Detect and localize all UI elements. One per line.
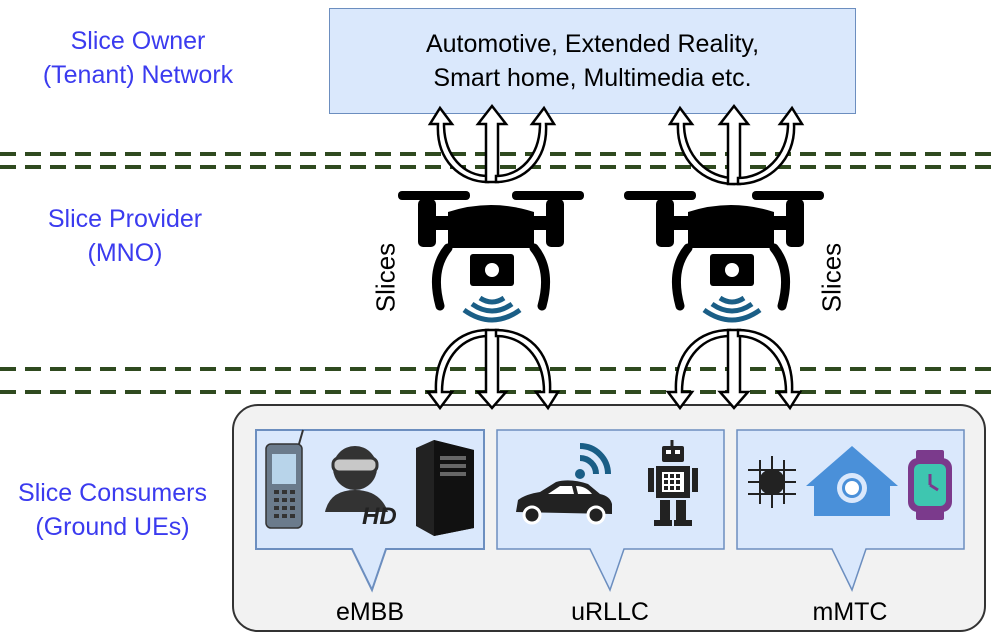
provider-layer-label: Slice Provider (MNO)	[10, 202, 240, 270]
right-downlink-arrows	[665, 328, 803, 411]
tenant-applications-line-2: Smart home, Multimedia etc.	[433, 64, 752, 92]
provider-layer-line-1: Slice Provider	[47, 205, 203, 233]
mobile-phone-icon	[265, 429, 304, 529]
mmtc-label: mMTC	[812, 598, 888, 626]
consumer-layer-line-1: Slice Consumers	[18, 479, 207, 507]
wifi-signal-icon	[575, 443, 611, 479]
server-tower-icon	[416, 440, 474, 536]
tenant-applications-line-1: Automotive, Extended Reality,	[425, 30, 760, 58]
provider-layer-line-2: (MNO)	[87, 239, 163, 267]
consumer-layer-label: Slice Consumers (Ground UEs)	[0, 476, 225, 544]
smartwatch-icon	[908, 450, 952, 520]
vr-user-icon	[325, 446, 388, 512]
hd-badge: HD	[362, 503, 397, 530]
right-uplink-arrows	[667, 103, 805, 186]
provider-consumer-separator	[0, 367, 995, 394]
owner-layer-line-1: Slice Owner	[70, 27, 206, 55]
left-uplink-arrows	[427, 103, 557, 184]
slices-label-right: Slices	[816, 242, 847, 313]
slices-label-left: Slices	[370, 242, 401, 313]
tenant-applications-box: Automotive, Extended Reality, Smart home…	[329, 8, 856, 114]
owner-provider-separator	[0, 152, 995, 169]
iot-chip-icon	[748, 456, 796, 508]
left-downlink-arrows	[425, 328, 561, 411]
owner-layer-label: Slice Owner (Tenant) Network	[18, 24, 258, 92]
consumer-layer-line-2: (Ground UEs)	[35, 513, 190, 541]
embb-label: eMBB	[335, 598, 405, 626]
owner-layer-line-2: (Tenant) Network	[42, 61, 234, 89]
drone-left-icon	[398, 191, 584, 323]
smart-home-icon	[806, 446, 898, 516]
car-icon	[516, 480, 612, 525]
robot-icon	[648, 440, 698, 526]
drone-right-icon	[624, 191, 824, 323]
urllc-label: uRLLC	[571, 598, 649, 626]
